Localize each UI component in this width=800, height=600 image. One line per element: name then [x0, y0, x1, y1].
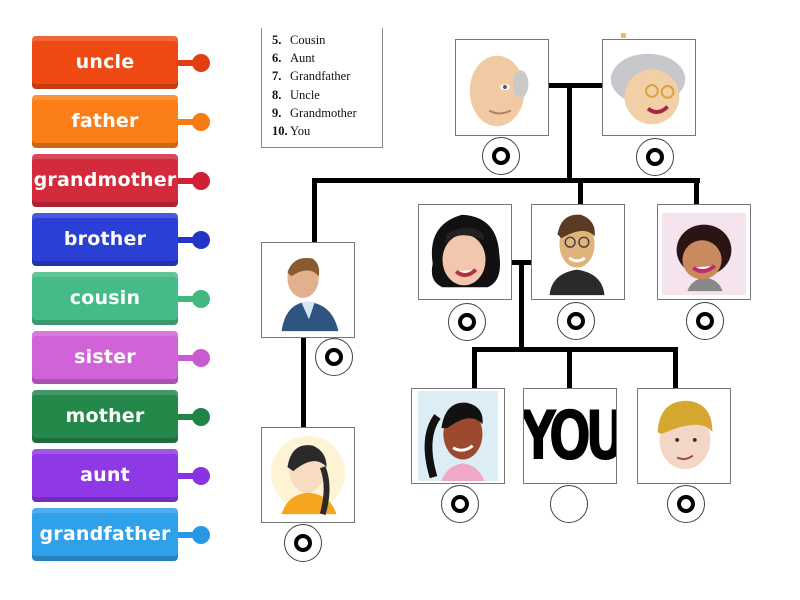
mother-photo — [418, 204, 512, 300]
drop-target-cousin[interactable] — [284, 524, 322, 562]
brother-photo — [637, 388, 731, 484]
label-connector — [178, 414, 200, 420]
drop-target-father[interactable] — [557, 302, 595, 340]
key-item-6: 6.Aunt — [272, 51, 315, 66]
label-connector — [178, 60, 200, 66]
label-text: grandmother — [33, 168, 177, 191]
label-connector — [178, 119, 200, 125]
label-text: cousin — [69, 286, 141, 309]
key-item-8: 8.Uncle — [272, 87, 320, 102]
drop-target-sister[interactable] — [441, 485, 479, 523]
key-list: 5.Cousin 6.Aunt 7.Grandfather 8.Uncle 9.… — [261, 28, 383, 148]
tree-line — [519, 260, 524, 352]
tree-line — [312, 178, 317, 244]
drop-target-aunt[interactable] — [686, 302, 724, 340]
label-mother[interactable]: mother — [32, 390, 178, 443]
tree-line — [472, 347, 477, 389]
key-item-9: 9.Grandmother — [272, 105, 357, 120]
label-connector — [178, 355, 200, 361]
key-item-5: 5.Cousin — [272, 33, 326, 47]
tree-line — [472, 347, 678, 352]
target-ring-icon — [677, 495, 695, 513]
cousin-photo — [261, 427, 355, 523]
tree-line — [312, 178, 700, 183]
label-grandmother[interactable]: grandmother — [32, 154, 178, 207]
key-item-7: 7.Grandfather — [272, 69, 351, 84]
drag-handle-dot-icon[interactable] — [192, 290, 210, 308]
tree-line — [673, 347, 678, 389]
drag-handle-dot-icon[interactable] — [192, 54, 210, 72]
drop-target-mother[interactable] — [448, 303, 486, 341]
tree-line — [694, 178, 699, 206]
label-sister[interactable]: sister — [32, 331, 178, 384]
drop-target-you-empty[interactable] — [550, 485, 588, 523]
father-photo — [531, 204, 625, 300]
target-ring-icon — [696, 312, 714, 330]
drag-handle-dot-icon[interactable] — [192, 172, 210, 190]
label-text: grandfather — [39, 522, 171, 545]
drag-handle-dot-icon[interactable] — [192, 113, 210, 131]
label-connector — [178, 178, 200, 184]
drag-handle-dot-icon[interactable] — [192, 526, 210, 544]
label-grandfather[interactable]: grandfather — [32, 508, 178, 561]
uncle-photo — [261, 242, 355, 338]
label-brother[interactable]: brother — [32, 213, 178, 266]
label-uncle[interactable]: uncle — [32, 36, 178, 89]
aunt-photo — [657, 204, 751, 300]
label-text: brother — [63, 227, 147, 250]
drag-handle-dot-icon[interactable] — [192, 467, 210, 485]
tree-line — [567, 347, 572, 389]
tree-line — [548, 83, 604, 88]
drop-target-brother[interactable] — [667, 485, 705, 523]
target-ring-icon — [646, 148, 664, 166]
label-text: uncle — [75, 50, 135, 73]
target-ring-icon — [458, 313, 476, 331]
label-connector — [178, 237, 200, 243]
you-box: YOU — [523, 388, 617, 484]
label-text: father — [71, 109, 139, 132]
grandmother-photo — [602, 39, 696, 136]
label-connector — [178, 532, 200, 538]
you-label: YOU — [523, 396, 617, 476]
drop-target-grandfather[interactable] — [482, 137, 520, 175]
label-text: aunt — [80, 463, 130, 486]
target-ring-icon — [492, 147, 510, 165]
label-father[interactable]: father — [32, 95, 178, 148]
tree-line — [578, 178, 583, 206]
label-connector — [178, 296, 200, 302]
key-item-10: 10.You — [272, 124, 311, 139]
drop-target-grandmother[interactable] — [636, 138, 674, 176]
label-connector — [178, 473, 200, 479]
image-artifact — [621, 33, 626, 38]
drag-handle-dot-icon[interactable] — [192, 408, 210, 426]
label-text: mother — [65, 404, 145, 427]
tree-line — [301, 338, 306, 428]
target-ring-icon — [567, 312, 585, 330]
drop-target-uncle[interactable] — [315, 338, 353, 376]
drag-handle-dot-icon[interactable] — [192, 349, 210, 367]
grandfather-photo — [455, 39, 549, 136]
sister-photo — [411, 388, 505, 484]
label-cousin[interactable]: cousin — [32, 272, 178, 325]
label-aunt[interactable]: aunt — [32, 449, 178, 502]
tree-line — [567, 83, 572, 183]
target-ring-icon — [325, 348, 343, 366]
target-ring-icon — [294, 534, 312, 552]
drag-handle-dot-icon[interactable] — [192, 231, 210, 249]
target-ring-icon — [451, 495, 469, 513]
label-text: sister — [74, 345, 136, 368]
